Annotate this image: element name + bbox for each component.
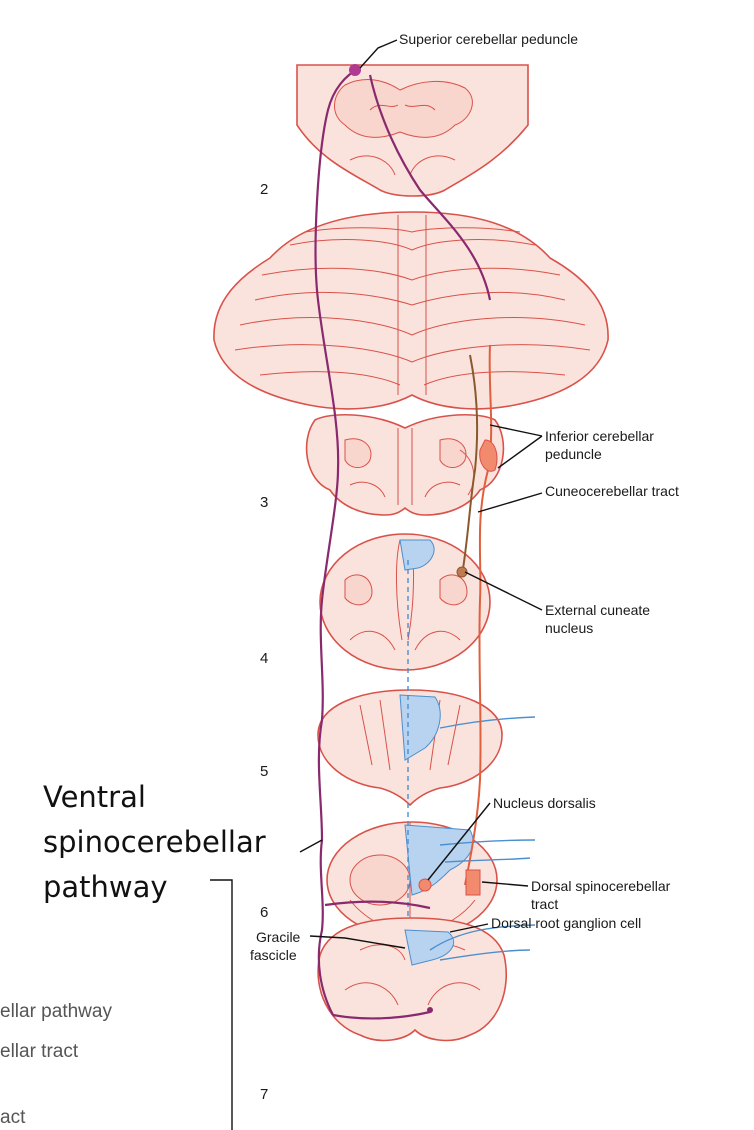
leader-gracile (309, 935, 406, 949)
label-superior-cerebellar-peduncle: Superior cerebellar peduncle (399, 31, 578, 47)
cropped-legend-line-3: act (0, 1107, 26, 1128)
section-level-7 (317, 917, 508, 1042)
level-number-4: 4 (260, 650, 269, 667)
label-cuneocerebellar-tract: Cuneocerebellar tract (545, 483, 679, 499)
nerve-6a (439, 839, 536, 846)
level-number-7: 7 (260, 1086, 269, 1103)
ventral-pathway-crossing (332, 1010, 431, 1020)
nerve-7a (429, 924, 536, 951)
ventral-spinocerebellar-title-2: spinocerebellar (43, 825, 266, 859)
dorsal-tract-line (464, 344, 493, 886)
blue-region-5 (399, 694, 441, 761)
section-level-2 (296, 64, 529, 197)
nerve-7b (439, 949, 531, 961)
label-external-cuneate-1: External cuneate (545, 602, 651, 618)
leader-cuneo (477, 492, 543, 513)
leader-superior (359, 39, 398, 69)
level-number-5: 5 (260, 763, 269, 780)
leader-ventral (299, 839, 323, 853)
ventral-spinocerebellar-title-3: pathway (43, 870, 168, 904)
cropped-legend-line-2: ellar tract (0, 1041, 79, 1062)
superior-peduncle-dot (349, 64, 361, 76)
leader-external (464, 571, 543, 611)
cropped-legend-line-1: ellar pathway (0, 1001, 112, 1022)
label-dorsal-spinocerebellar-1: Dorsal spinocerebellar (531, 878, 671, 894)
label-inferior-cerebellar-peduncle-1: Inferior cerebellar (545, 428, 654, 444)
ventral-pathway-cross-6 (324, 900, 431, 910)
superior-pathway (368, 74, 492, 301)
label-nucleus-dorsalis: Nucleus dorsalis (493, 795, 596, 811)
leader-nucleus (427, 802, 491, 881)
section-level-4 (319, 533, 491, 671)
section-cerebellum (213, 211, 609, 410)
leader-inferior-a (489, 424, 543, 437)
nerve-5 (439, 716, 536, 729)
section-level-3 (305, 413, 505, 516)
level-number-3: 3 (260, 494, 269, 511)
blue-region-7 (404, 929, 454, 966)
label-gracile-1: Gracile (256, 929, 301, 945)
level-number-6: 6 (260, 904, 269, 921)
label-inferior-cerebellar-peduncle-2: peduncle (545, 446, 602, 462)
label-dorsal-spinocerebellar-2: tract (531, 896, 559, 912)
leader-dorsal-tract (481, 881, 529, 887)
leader-drg (449, 923, 489, 933)
label-dorsal-root-ganglion: Dorsal root ganglion cell (491, 915, 642, 931)
ventral-spinocerebellar-title-1: Ventral (43, 780, 146, 814)
label-gracile-2: fascicle (250, 947, 297, 963)
cuneo-tract-line (461, 354, 479, 576)
nerve-6b (444, 857, 531, 863)
label-external-cuneate-2: nucleus (545, 620, 594, 636)
ventral-pathway-line (314, 67, 361, 1016)
level-number-2: 2 (260, 181, 269, 198)
bracket (210, 879, 233, 1130)
leader-inferior-b (497, 435, 543, 469)
